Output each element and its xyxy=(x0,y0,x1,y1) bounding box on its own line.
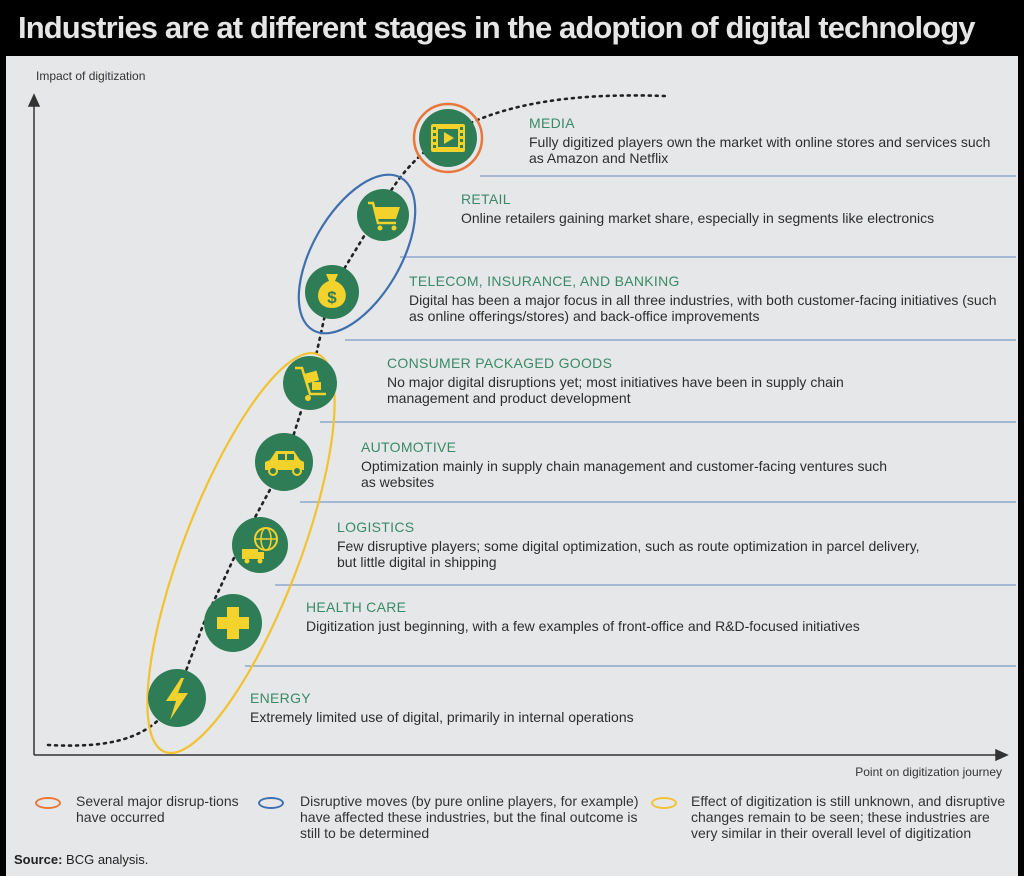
medical-cross-icon xyxy=(204,594,262,652)
money-bag-icon: $ xyxy=(305,265,359,319)
source-text: BCG analysis. xyxy=(66,852,149,867)
industry-telecom-insurance-banking: TELECOM, INSURANCE, AND BANKING Digital … xyxy=(409,273,1009,324)
industry-description: Digitization just beginning, with a few … xyxy=(306,618,860,634)
page-title: Industries are at different stages in th… xyxy=(0,0,1024,56)
industry-description: Digital has been a major focus in all th… xyxy=(409,292,997,324)
globe-truck-icon xyxy=(232,517,288,573)
hand-truck-icon xyxy=(283,356,337,410)
axes xyxy=(27,93,1009,762)
video-icon xyxy=(419,109,477,167)
industry-name: LOGISTICS xyxy=(337,519,415,535)
adoption-curve xyxy=(46,94,667,747)
x-axis-label: Point on digitization journey xyxy=(855,765,1002,779)
industry-name: HEALTH CARE xyxy=(306,599,407,615)
industry-automotive: AUTOMOTIVE Optimization mainly in supply… xyxy=(361,439,901,490)
industry-name: MEDIA xyxy=(529,115,575,131)
source-note: Source: BCG analysis. xyxy=(14,852,148,867)
orange-ring-icon xyxy=(35,797,61,809)
shopping-cart-icon xyxy=(357,189,409,241)
industry-media: MEDIA Fully digitized players own the ma… xyxy=(529,115,999,166)
y-axis-arrow xyxy=(27,93,41,107)
industry-description: Fully digitized players own the market w… xyxy=(529,134,991,166)
industry-name: TELECOM, INSURANCE, AND BANKING xyxy=(409,273,680,289)
industry-description: Extremely limited use of digital, primar… xyxy=(250,709,634,725)
legend-item-yellow: Effect of digitization is still unknown,… xyxy=(691,793,1006,841)
yellow-ring-icon xyxy=(651,797,677,809)
car-icon xyxy=(255,433,313,491)
legend-item-blue: Disruptive moves (by pure online players… xyxy=(300,793,639,841)
industry-description: Few disruptive players; some digital opt… xyxy=(337,538,920,570)
industry-description: Online retailers gaining market share, e… xyxy=(461,210,935,226)
industry-name: ENERGY xyxy=(250,690,311,706)
industry-logistics: LOGISTICS Few disruptive players; some d… xyxy=(337,519,937,570)
source-label: Source: xyxy=(14,852,63,867)
blue-group-ring xyxy=(297,173,417,335)
yellow-group-ring xyxy=(146,351,336,755)
legend-item-orange: Several major disrup-tions have occurred xyxy=(76,793,239,825)
blue-ring-icon xyxy=(258,797,284,809)
orange-group-ring xyxy=(412,102,484,174)
diagram-panel xyxy=(6,56,1018,876)
industry-consumer-packaged-goods: CONSUMER PACKAGED GOODS No major digital… xyxy=(387,355,917,406)
industry-health-care: HEALTH CARE Digitization just beginning,… xyxy=(306,599,906,634)
industry-description: No major digital disruptions yet; most i… xyxy=(387,374,844,406)
separator-lines xyxy=(245,175,1016,667)
industry-name: CONSUMER PACKAGED GOODS xyxy=(387,355,613,371)
lightning-icon xyxy=(148,669,206,727)
industry-energy: ENERGY Extremely limited use of digital,… xyxy=(250,690,850,725)
industry-description: Optimization mainly in supply chain mana… xyxy=(361,458,888,490)
industry-name: AUTOMOTIVE xyxy=(361,439,457,455)
svg-text:$: $ xyxy=(327,288,337,307)
x-axis-arrow xyxy=(995,748,1009,762)
industry-retail: RETAIL Online retailers gaining market s… xyxy=(461,191,961,226)
industry-name: RETAIL xyxy=(461,191,511,207)
y-axis-label: Impact of digitization xyxy=(36,69,146,83)
